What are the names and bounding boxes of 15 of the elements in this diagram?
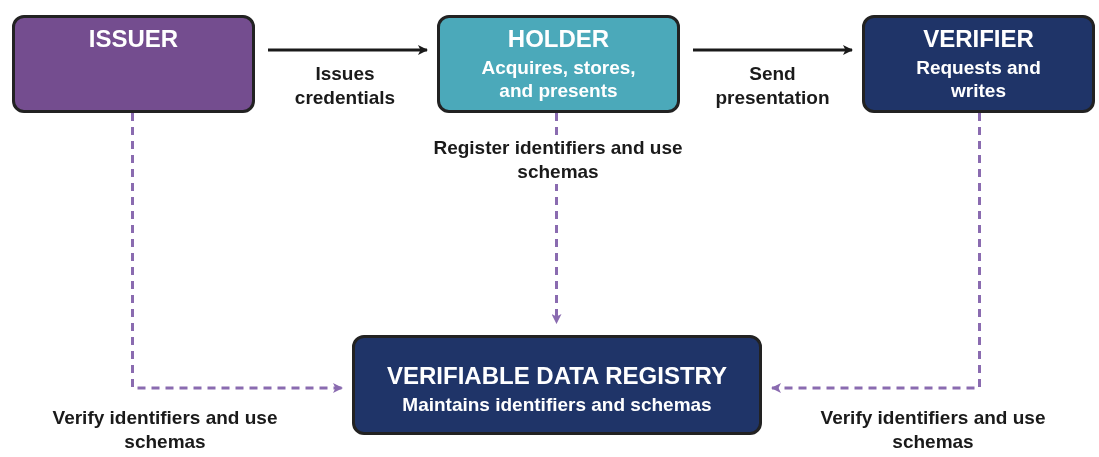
registry-box [352,335,762,435]
node-title: HOLDER [506,24,611,54]
role-box [437,15,680,113]
arrow [268,45,428,55]
arrow [693,45,853,55]
node-description: Acquires, stores, and presents [480,56,637,102]
role-box [12,15,255,113]
node-description: Requests and writes [915,56,1042,102]
node-title: VERIFIABLE DATA REGISTRY [386,360,728,391]
node-title: VERIFIER [922,24,1035,54]
role-box [862,15,1095,113]
dashed-arrow [131,113,343,393]
dashed-arrow [771,113,981,393]
node-title: ISSUER [87,24,180,54]
node-description: Maintains identifiers and schemas [401,392,713,416]
